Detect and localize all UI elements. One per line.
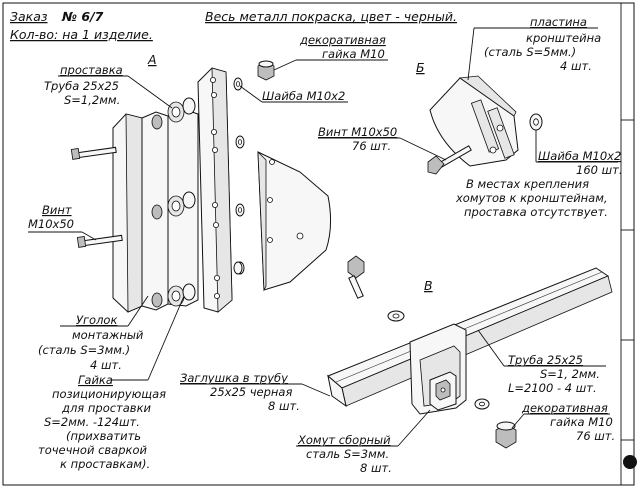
callout-note-right: В местах крепления хомутов к кронштейнам… [455, 177, 608, 219]
sheet-corner-mark [623, 455, 637, 469]
order-label: Заказ [10, 9, 48, 24]
clamp-assembly [409, 323, 467, 415]
decorative-nut-top [257, 60, 275, 81]
svg-text:160 шт.: 160 шт. [576, 163, 622, 177]
svg-text:8 шт.: 8 шт. [268, 399, 300, 413]
svg-text:монтажный: монтажный [72, 328, 144, 342]
svg-text:Хомут сборный: Хомут сборный [297, 433, 391, 447]
svg-text:S=1,2мм.: S=1,2мм. [64, 93, 120, 107]
view-label-v: В [424, 278, 433, 293]
header-block: Заказ № 6/7 Кол-во: на 1 изделие. Весь м… [10, 9, 457, 42]
order-number: № 6/7 [61, 9, 104, 24]
screw-center [427, 145, 472, 175]
svg-text:L=2100 - 4 шт.: L=2100 - 4 шт. [508, 381, 597, 395]
paint-note: Весь металл покраска, цвет - черный. [205, 9, 457, 24]
callout-deco-nut-bottom: декоративная гайка М10 76 шт. [521, 401, 615, 443]
view-a-assembly [70, 60, 275, 313]
svg-text:хомутов к кронштейнам,: хомутов к кронштейнам, [455, 191, 608, 205]
svg-text:76 шт.: 76 шт. [352, 139, 391, 153]
view-labels: А Б В [147, 52, 433, 293]
svg-text:(сталь S=5мм.): (сталь S=5мм.) [484, 45, 576, 59]
svg-text:Винт: Винт [42, 203, 72, 217]
svg-text:гайка М10: гайка М10 [550, 415, 613, 429]
view-label-a: А [147, 52, 157, 67]
callout-tube: Труба 25х25 S=1, 2мм. L=2100 - 4 шт. [508, 353, 600, 395]
screw-vertical [347, 255, 405, 322]
svg-text:сталь S=3мм.: сталь S=3мм. [306, 447, 389, 461]
callout-angle: Уголок монтажный (сталь S=3мм.) 4 шт. [38, 313, 144, 372]
callout-plug: Заглушка в трубу 25х25 черная 8 шт. [180, 371, 300, 413]
svg-text:Уголок: Уголок [76, 313, 117, 327]
svg-text:Заглушка в трубу: Заглушка в трубу [180, 371, 288, 385]
bracket-plate-middle [233, 150, 332, 292]
callout-screw-left: Винт М10х50 [28, 203, 74, 231]
svg-text:декоративная: декоративная [299, 33, 386, 47]
svg-text:Шайба М10х2: Шайба М10х2 [538, 149, 621, 163]
svg-text:гайка М10: гайка М10 [322, 47, 385, 61]
callout-screw-center: Винт М10х50 76 шт. [318, 125, 397, 153]
callout-clamp: Хомут сборный сталь S=3мм. 8 шт. [297, 433, 392, 475]
svg-text:Труба 25х25: Труба 25х25 [44, 79, 119, 93]
svg-text:М10х50: М10х50 [28, 217, 74, 231]
svg-text:76 шт.: 76 шт. [576, 429, 615, 443]
callout-plate: пластина кронштейна (сталь S=5мм.) 4 шт. [484, 15, 601, 73]
svg-text:В местах крепления: В местах крепления [466, 177, 589, 191]
view-b-plate [427, 75, 543, 175]
callout-deco-nut-top: декоративная гайка М10 [299, 33, 386, 61]
svg-text:Шайба М10х2: Шайба М10х2 [262, 89, 345, 103]
view-v-tube [327, 255, 613, 449]
svg-text:25х25 черная: 25х25 черная [210, 385, 292, 399]
sheet-frame [2, 2, 637, 486]
callout-washer-right: Шайба М10х2 160 шт. [538, 149, 622, 177]
quantity-note: Кол-во: на 1 изделие. [10, 27, 153, 42]
svg-text:декоративная: декоративная [521, 401, 608, 415]
svg-text:8 шт.: 8 шт. [360, 461, 392, 475]
svg-text:к проставкам).: к проставкам). [60, 457, 150, 471]
svg-text:точечной сваркой: точечной сваркой [38, 443, 148, 457]
leader-lines [28, 27, 618, 447]
svg-text:4 шт.: 4 шт. [90, 358, 122, 372]
svg-text:Труба 25х25: Труба 25х25 [508, 353, 583, 367]
svg-text:S=2мм. -124шт.: S=2мм. -124шт. [44, 415, 140, 429]
svg-text:позиционирующая: позиционирующая [52, 387, 166, 401]
spacer-nuts [151, 97, 196, 308]
svg-text:кронштейна: кронштейна [526, 31, 601, 45]
callout-nut-spacer: Гайка позиционирующая для проставки S=2м… [38, 373, 166, 471]
view-label-b: Б [416, 60, 425, 75]
svg-text:пластина: пластина [530, 15, 587, 29]
svg-text:Винт М10х50: Винт М10х50 [318, 125, 397, 139]
svg-text:(прихватить: (прихватить [66, 429, 141, 443]
svg-text:4 шт.: 4 шт. [560, 59, 592, 73]
svg-text:(сталь S=3мм.): (сталь S=3мм.) [38, 343, 130, 357]
screw-left-set [70, 146, 123, 248]
svg-text:проставка: проставка [60, 63, 123, 77]
svg-text:проставка отсутствует.: проставка отсутствует. [464, 205, 608, 219]
callout-washer-center: Шайба М10х2 [262, 89, 345, 103]
decorative-nut-bottom [495, 421, 517, 449]
washer-column [233, 77, 245, 275]
callout-spacer: проставка Труба 25х25 S=1,2мм. [44, 63, 123, 107]
svg-text:для проставки: для проставки [61, 401, 152, 415]
svg-text:Гайка: Гайка [78, 373, 113, 387]
svg-text:S=1, 2мм.: S=1, 2мм. [540, 367, 600, 381]
